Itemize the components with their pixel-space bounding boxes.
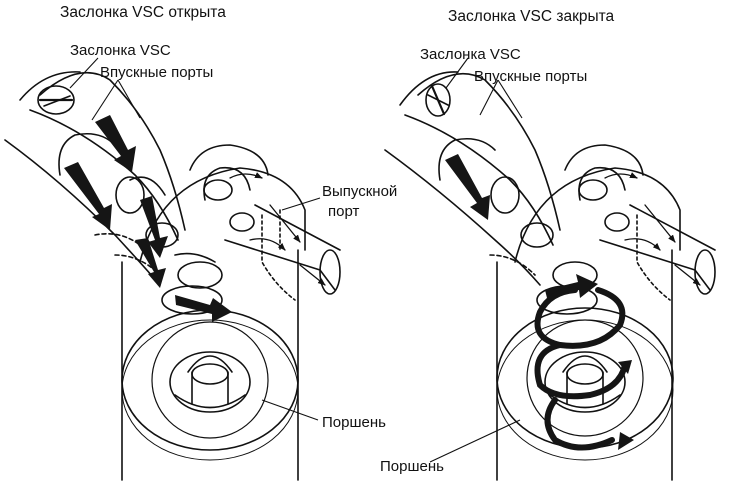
right-engine-illustration [384, 71, 716, 481]
left-piston [169, 351, 251, 413]
right-intake-flow-arrows [445, 154, 598, 298]
left-piston-label: Поршень [322, 414, 386, 431]
left-vsc-valve [37, 85, 75, 115]
left-exhaust-flow-arrows [229, 172, 326, 286]
right-intake-port [384, 71, 561, 286]
left-vsc-valve-label: Заслонка VSC [70, 42, 171, 59]
right-panel-title: Заслонка VSC закрыта [448, 8, 615, 25]
left-intake-flow-arrows [64, 115, 232, 322]
right-swirl-arrowheads [618, 360, 634, 450]
right-piston-label: Поршень [380, 458, 444, 475]
left-engine-illustration [4, 71, 341, 481]
left-intake-valves [161, 252, 223, 315]
right-exhaust-port [564, 144, 716, 301]
exhaust-port-label-line2: порт [328, 203, 360, 220]
left-intake-ports-label: Впускные порты [100, 64, 214, 81]
right-exhaust-flow-arrows [604, 172, 701, 286]
left-cylinder [121, 249, 299, 481]
exhaust-port-label-line1: Выпускной [322, 183, 398, 200]
leader-lines [69, 57, 523, 463]
left-intake-port [4, 71, 186, 286]
left-exhaust-port [189, 144, 341, 301]
right-vsc-valve-label: Заслонка VSC [420, 46, 521, 63]
right-intake-ports-label: Впускные порты [474, 68, 588, 85]
left-panel-title: Заслонка VSC открыта [60, 4, 226, 21]
right-swirl-arrows [534, 287, 628, 451]
right-vsc-valve [425, 83, 451, 117]
right-cylinder-head [514, 167, 681, 263]
